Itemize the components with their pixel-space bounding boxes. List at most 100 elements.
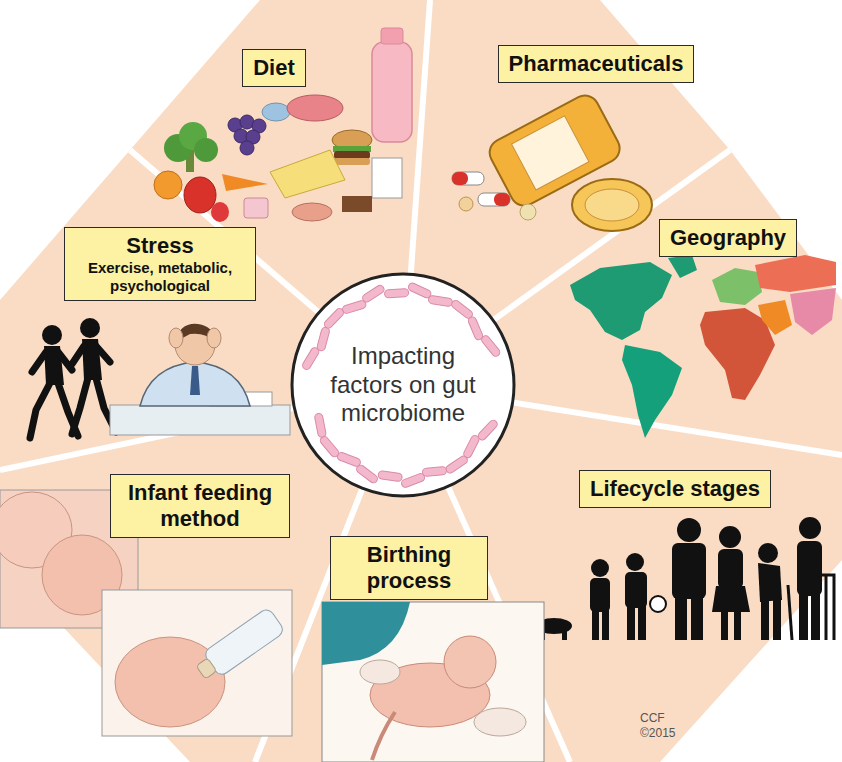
factor-label-box: StressExercise, metabolic, psychological — [64, 227, 256, 301]
food-illustration-part — [381, 28, 403, 44]
world-map-part — [790, 288, 836, 335]
pill-bottle-illustration-part — [459, 197, 473, 211]
factor-label-box: Geography — [659, 219, 797, 257]
factor-heading: Diet — [253, 55, 295, 81]
bacterium-rod — [384, 288, 408, 298]
bacterium-rod — [450, 299, 474, 320]
bacterium-rod — [480, 334, 501, 358]
bacterium-rod — [301, 346, 320, 371]
world-map-part — [570, 262, 672, 340]
pill-bottle-illustration-part — [494, 193, 510, 206]
food-illustration-part — [270, 150, 345, 198]
lifecycle-silhouettes-part — [591, 559, 609, 577]
lifecycle-silhouettes-part — [734, 610, 741, 640]
bacterium-rod — [316, 326, 330, 351]
factor-heading: Pharmaceuticals — [509, 51, 684, 77]
pill-bottle-illustration — [452, 91, 652, 231]
birthing-illustration-part — [360, 660, 400, 684]
pill-bottle-illustration-part — [572, 179, 652, 231]
pill-bottle-illustration-part-part — [512, 116, 589, 190]
credit-label: ©2015 — [640, 727, 676, 740]
feeding-illustration-part-part — [196, 658, 217, 679]
bacterium-rod — [355, 464, 379, 485]
factor-subtext: Exercise, metabolic, psychological — [75, 259, 245, 295]
factor-label-box: Lifecycle stages — [579, 470, 771, 508]
stress-illustration-part-part — [30, 383, 50, 438]
pill-bottle-illustration-part — [452, 172, 468, 185]
stress-illustration-part — [110, 405, 290, 435]
stress-illustration-part-part — [96, 346, 110, 362]
world-map-part — [755, 255, 836, 292]
lifecycle-silhouettes-part — [625, 572, 647, 608]
food-illustration — [154, 28, 412, 222]
world-map-part — [668, 255, 697, 278]
factor-heading: Birthing process — [341, 542, 477, 595]
factor-heading: Geography — [670, 225, 786, 251]
feeding-illustration-part-part — [203, 607, 286, 677]
stress-illustration-part — [140, 362, 250, 406]
bacterium-rod — [400, 472, 425, 488]
lifecycle-silhouettes-part — [799, 517, 821, 539]
lifecycle-silhouettes-part — [562, 628, 567, 640]
birthing-illustration-part — [322, 602, 410, 665]
lifecycle-silhouettes-part — [799, 594, 808, 640]
stress-illustration-part-part — [32, 352, 46, 372]
credit-label: CCF — [640, 712, 665, 725]
circle-outline — [292, 274, 514, 496]
bacterium-rod — [378, 470, 403, 481]
center-title: Impacting factors on gut microbiome — [328, 342, 478, 428]
lifecycle-silhouettes-part — [818, 575, 834, 640]
stress-illustration-part-part — [72, 378, 88, 434]
stress-illustration-part — [207, 328, 221, 348]
bacterium-rod — [444, 455, 468, 475]
world-map-part — [758, 300, 792, 335]
bacterium-rod — [342, 300, 367, 315]
world-map — [570, 255, 836, 438]
lifecycle-silhouettes-part — [650, 596, 666, 612]
lifecycle-silhouettes-part — [811, 594, 820, 640]
lifecycle-silhouettes-part — [677, 518, 701, 542]
lifecycle-silhouettes-part — [761, 598, 769, 640]
lifecycle-silhouettes-part — [627, 604, 635, 640]
food-illustration-part — [262, 103, 290, 121]
lifecycle-silhouettes-part — [638, 604, 646, 640]
factor-label-box: Diet — [242, 49, 306, 87]
birthing-illustration-part — [474, 708, 526, 736]
stress-illustration-part — [190, 366, 200, 395]
feeding-illustration-part — [102, 590, 292, 736]
stress-illustration-part — [30, 346, 116, 438]
feeding-illustration-part — [192, 607, 285, 685]
lifecycle-silhouettes-part — [626, 553, 644, 571]
food-illustration-part — [154, 171, 182, 199]
lifecycle-silhouettes-part — [691, 596, 703, 640]
world-map-part — [712, 268, 762, 305]
lifecycle-silhouettes-part — [602, 608, 609, 640]
pill-bottle-illustration-part — [452, 172, 484, 185]
food-illustration-part — [184, 177, 216, 213]
birthing-illustration-part — [444, 636, 496, 688]
lifecycle-silhouettes-part — [718, 549, 743, 589]
lifecycle-silhouettes-part — [758, 543, 778, 563]
food-illustration-part — [287, 95, 343, 121]
lifecycle-silhouettes-part — [712, 586, 750, 612]
food-illustration-part — [292, 203, 332, 221]
bacterium-rod — [477, 419, 499, 442]
pill-bottle-illustration-part — [520, 204, 536, 220]
bacterium-rod — [407, 282, 432, 299]
food-illustration-part — [334, 151, 370, 159]
factor-heading: Stress — [75, 233, 245, 259]
pill-bottle-illustration-part — [585, 189, 639, 221]
bacterium-rod — [422, 466, 447, 476]
food-illustration-part — [194, 138, 218, 162]
world-map-part — [622, 345, 682, 438]
bacterium-rod — [462, 434, 480, 459]
food-illustration-part — [334, 158, 370, 165]
food-illustration-part — [222, 174, 268, 191]
lifecycle-silhouettes-part — [672, 543, 706, 599]
lifecycle-silhouettes-part — [592, 608, 599, 640]
lifecycle-silhouettes-part — [788, 585, 792, 640]
factor-label-box: Infant feeding method — [110, 474, 290, 539]
